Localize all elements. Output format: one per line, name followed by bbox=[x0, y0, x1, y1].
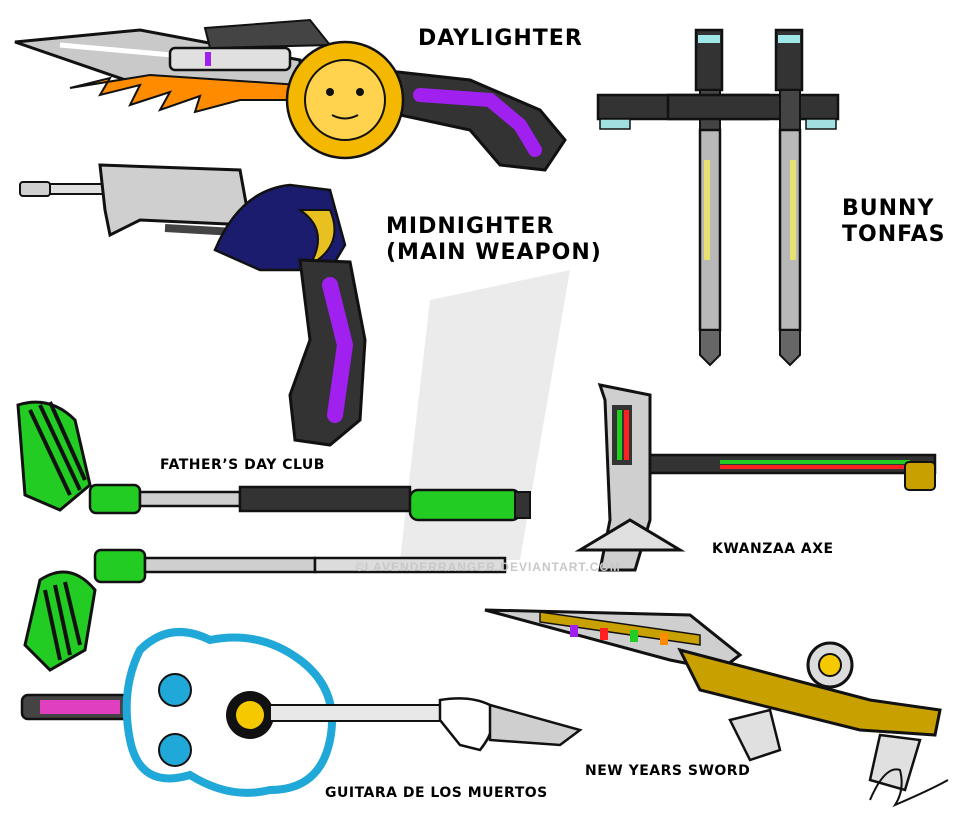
sun-emblem bbox=[285, 40, 405, 160]
label-bunny-line1: BUNNY bbox=[842, 196, 935, 221]
watermark-logo bbox=[400, 270, 570, 560]
bunny-tonfas bbox=[596, 28, 840, 367]
label-fathers-day-club: FATHER’S DAY CLUB bbox=[160, 457, 325, 473]
artist-signature bbox=[869, 768, 949, 808]
new-years-sword bbox=[484, 608, 942, 792]
guitara-de-los-muertos bbox=[20, 628, 583, 797]
label-midnighter-line1: MIDNIGHTER bbox=[386, 214, 555, 239]
label-midnighter-line2: (MAIN WEAPON) bbox=[386, 240, 602, 265]
label-bunny-line2: TONFAS bbox=[842, 222, 946, 247]
kwanzaa-axe bbox=[574, 383, 937, 572]
moon-emblem bbox=[213, 183, 347, 272]
label-midnighter: MIDNIGHTER (MAIN WEAPON) bbox=[386, 214, 602, 266]
label-guitara: GUITARA DE LOS MUERTOS bbox=[325, 785, 548, 801]
fathers-day-club bbox=[16, 400, 531, 672]
watermark-text: ©LAVENDERRANGER.DEVIANTART.COM bbox=[355, 560, 621, 574]
daylighter-weapon bbox=[14, 18, 567, 172]
label-bunny-tonfas: BUNNY TONFAS bbox=[842, 196, 946, 248]
label-new-years-sword: NEW YEARS SWORD bbox=[585, 763, 751, 779]
label-kwanzaa-axe: KWANZAA AXE bbox=[712, 541, 834, 557]
tonfa-left bbox=[596, 28, 770, 367]
label-daylighter: DAYLIGHTER bbox=[418, 26, 583, 51]
tonfa-right bbox=[666, 28, 840, 367]
midnighter-weapon bbox=[19, 163, 367, 447]
